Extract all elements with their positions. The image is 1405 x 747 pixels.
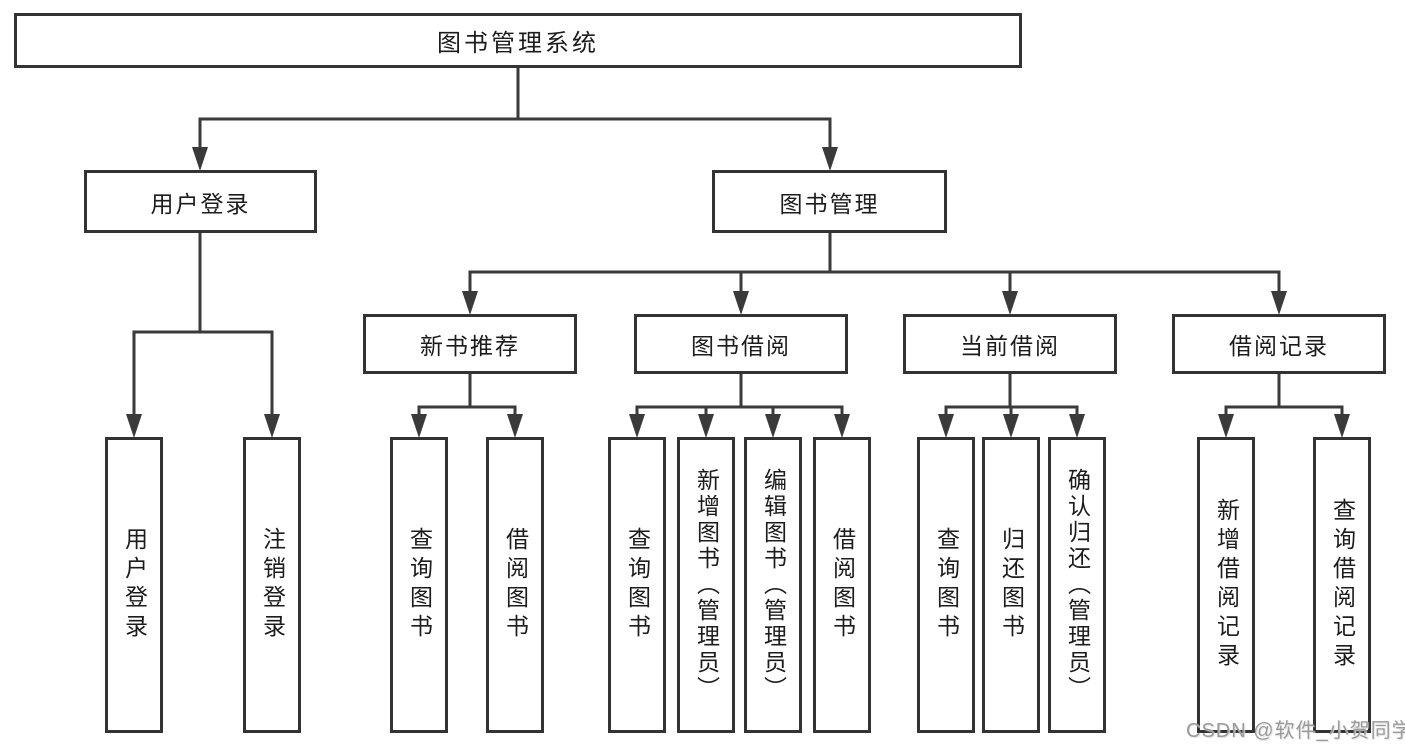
- leaf-return-book: 归还图书: [982, 437, 1040, 733]
- leaf-add-borrow-record: 新增借阅记录: [1197, 437, 1255, 733]
- leaf-confirm-return-admin-label: 确认归还（管理员）: [1064, 468, 1091, 702]
- leaf-add-book-admin-label: 新增图书（管理员）: [693, 468, 720, 702]
- node-new-book-recommend: 新书推荐: [363, 314, 577, 374]
- leaf-logout: 注销登录: [243, 437, 301, 733]
- node-new-book-recommend-label: 新书推荐: [420, 333, 520, 359]
- leaf-edit-book-admin: 编辑图书（管理员）: [744, 437, 802, 733]
- csdn-watermark: CSDN @软件_小贺同学: [1186, 720, 1405, 742]
- leaf-query-book-borrow-label: 查询图书: [624, 527, 651, 643]
- node-current-borrow: 当前借阅: [903, 314, 1117, 374]
- leaf-query-book-borrow: 查询图书: [608, 437, 666, 733]
- node-book-management-branch: 图书管理: [712, 170, 947, 233]
- node-root: 图书管理系统: [14, 13, 1022, 68]
- node-current-borrow-label: 当前借阅: [960, 333, 1060, 359]
- leaf-borrow-book: 借阅图书: [813, 437, 871, 733]
- node-book-management-branch-label: 图书管理: [779, 190, 880, 217]
- leaf-return-book-label: 归还图书: [998, 527, 1025, 643]
- leaf-edit-book-admin-label: 编辑图书（管理员）: [760, 468, 787, 702]
- node-borrow-records: 借阅记录: [1172, 314, 1386, 374]
- leaf-query-borrow-record: 查询借阅记录: [1313, 437, 1371, 733]
- leaf-query-borrow-record-label: 查询借阅记录: [1329, 498, 1356, 672]
- leaf-borrow-book-recommend: 借阅图书: [486, 437, 544, 733]
- node-user-login-branch-label: 用户登录: [150, 190, 251, 217]
- leaf-add-book-admin: 新增图书（管理员）: [677, 437, 735, 733]
- node-book-borrow-label: 图书借阅: [691, 333, 791, 359]
- leaf-query-book-current: 查询图书: [917, 437, 975, 733]
- leaf-logout-label: 注销登录: [259, 527, 286, 643]
- leaf-user-login: 用户登录: [105, 437, 163, 733]
- leaf-borrow-book-recommend-label: 借阅图书: [502, 527, 529, 643]
- node-book-borrow: 图书借阅: [634, 314, 848, 374]
- leaf-query-book-current-label: 查询图书: [933, 527, 960, 643]
- arrowheads: [126, 147, 1350, 438]
- node-root-label: 图书管理系统: [437, 30, 599, 57]
- leaf-add-borrow-record-label: 新增借阅记录: [1213, 498, 1240, 672]
- leaf-borrow-book-label: 借阅图书: [829, 527, 856, 643]
- leaf-user-login-label: 用户登录: [121, 527, 148, 643]
- leaf-query-book-recommend: 查询图书: [390, 437, 448, 733]
- leaf-confirm-return-admin: 确认归还（管理员）: [1048, 437, 1106, 733]
- node-borrow-records-label: 借阅记录: [1229, 333, 1329, 359]
- leaf-query-book-recommend-label: 查询图书: [406, 527, 433, 643]
- node-user-login-branch: 用户登录: [84, 170, 317, 233]
